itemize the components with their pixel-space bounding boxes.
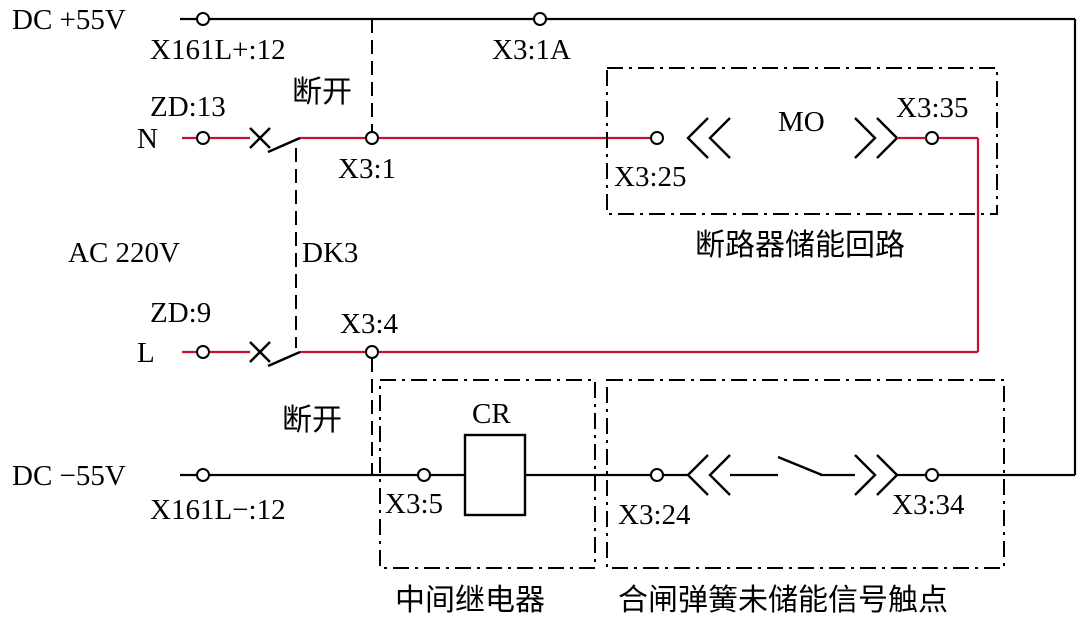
spring-signal-box bbox=[606, 379, 1005, 569]
cr-relay-coil bbox=[463, 433, 527, 517]
terminal-x3-35 bbox=[925, 131, 939, 145]
spring-contact-switch bbox=[777, 455, 823, 477]
terminal-x3-34 bbox=[925, 468, 939, 482]
label-duankai-top: 断开 bbox=[292, 75, 352, 110]
label-spring-not-charged-contact: 合闸弹簧未储能信号触点 bbox=[618, 583, 948, 618]
terminal-x3-1a bbox=[533, 12, 547, 26]
mo-plug-left bbox=[686, 117, 731, 159]
label-duankai-bottom: 断开 bbox=[282, 403, 342, 438]
label-cr: CR bbox=[472, 398, 511, 430]
terminal-x3-25 bbox=[650, 131, 664, 145]
label-zd9: ZD:9 bbox=[150, 297, 211, 329]
label-x3-1a: X3:1A bbox=[492, 34, 571, 66]
terminal-x161l-neg bbox=[196, 468, 210, 482]
label-dc-pos: DC +55V bbox=[12, 4, 126, 36]
label-x3-4: X3:4 bbox=[340, 308, 399, 340]
label-x161l-neg: X161L−:12 bbox=[150, 494, 286, 526]
terminal-x3-24 bbox=[650, 468, 664, 482]
terminal-x161l-pos bbox=[196, 12, 210, 26]
terminal-x3-4 bbox=[365, 345, 379, 359]
label-x3-24: X3:24 bbox=[618, 499, 691, 531]
dk3-switch-l bbox=[249, 341, 301, 368]
spring-plug-right bbox=[854, 454, 899, 496]
label-x3-1: X3:1 bbox=[338, 153, 396, 185]
label-x3-34: X3:34 bbox=[892, 489, 965, 521]
dk3-switch-n bbox=[249, 127, 301, 154]
label-intermediate-relay: 中间继电器 bbox=[395, 583, 545, 618]
terminal-zd9 bbox=[196, 345, 210, 359]
label-breaker-storage-loop: 断路器储能回路 bbox=[695, 228, 905, 263]
mo-plug-right bbox=[854, 117, 899, 159]
terminal-x3-1 bbox=[365, 131, 379, 145]
label-ac220v: AC 220V bbox=[68, 237, 180, 269]
label-x3-5: X3:5 bbox=[385, 488, 443, 520]
label-x3-35: X3:35 bbox=[896, 92, 969, 124]
label-x3-25: X3:25 bbox=[614, 161, 687, 193]
intermediate-relay-box bbox=[379, 379, 596, 569]
terminal-zd13 bbox=[196, 131, 210, 145]
label-dk3: DK3 bbox=[302, 237, 358, 269]
label-mo: MO bbox=[778, 106, 825, 138]
label-n: N bbox=[137, 123, 158, 155]
label-l: L bbox=[137, 337, 155, 369]
terminal-x3-5 bbox=[417, 468, 431, 482]
label-zd13: ZD:13 bbox=[150, 91, 226, 123]
spring-plug-left bbox=[686, 454, 731, 496]
breaker-storage-box bbox=[606, 67, 998, 215]
label-dc-neg: DC −55V bbox=[12, 460, 126, 492]
label-x161l-pos: X161L+:12 bbox=[150, 34, 286, 66]
